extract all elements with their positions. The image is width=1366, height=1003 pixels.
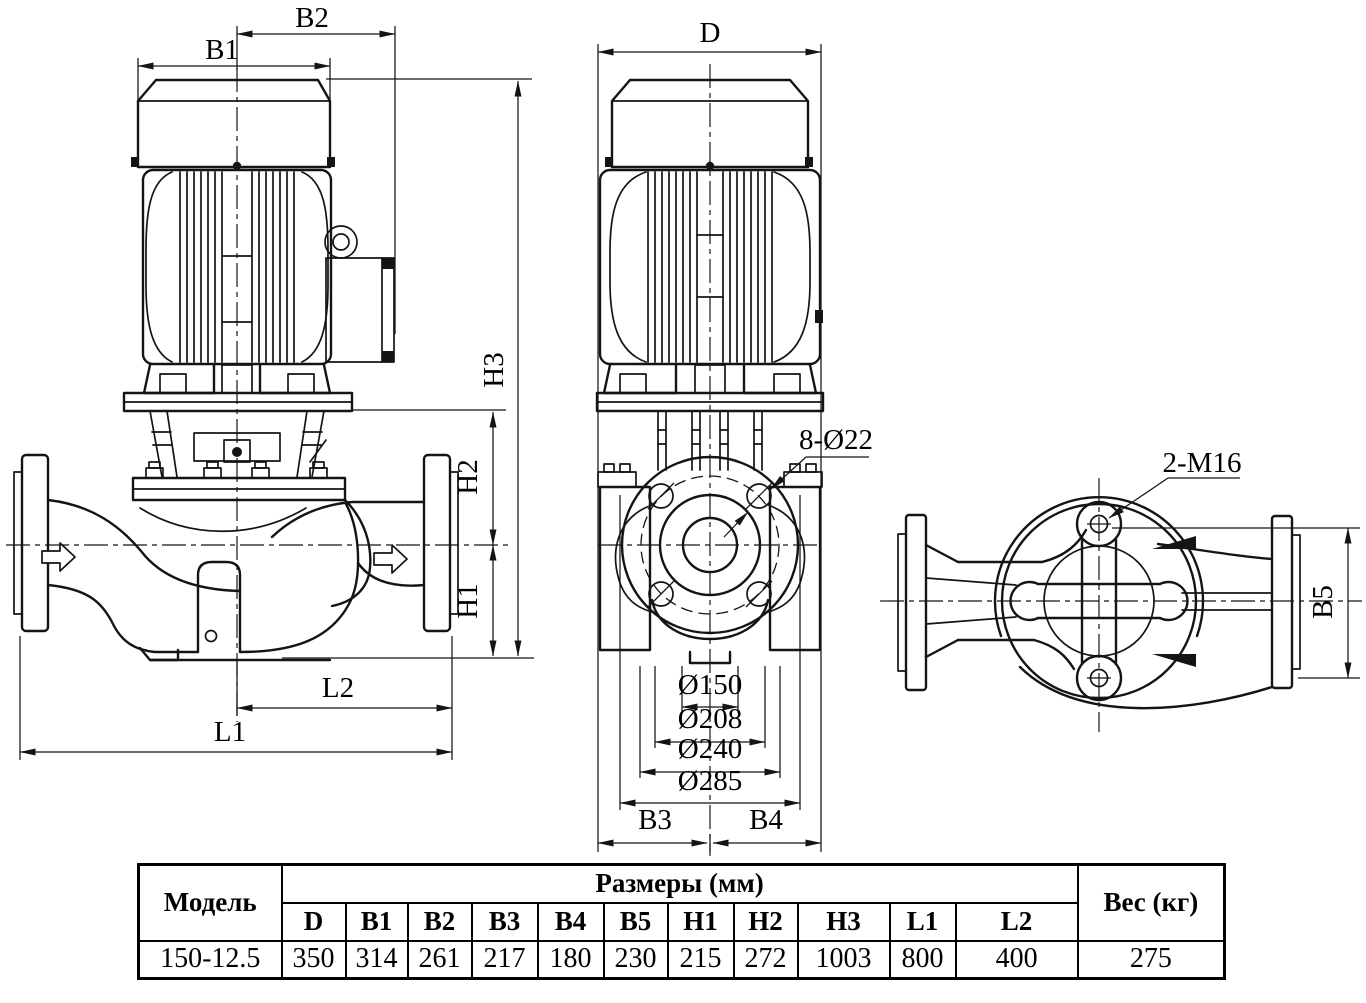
dim-label-l2: L2: [322, 672, 354, 704]
dim-label-bolt-holes: 8-Ø22: [799, 424, 873, 456]
front-motor-body: [598, 168, 823, 366]
col-header-h2: H2: [732, 901, 799, 942]
table-header-row-2: D B1 B2 B3 B4 B5 H1 H2 H3 L1 L2: [139, 901, 1225, 942]
front-lantern: [657, 411, 763, 471]
front-motor-feet: [595, 363, 825, 413]
dim-label-h1: H1: [452, 583, 484, 618]
col-header-h1: H1: [666, 901, 735, 942]
value-l1: 800: [888, 939, 957, 980]
value-b2: 261: [406, 939, 473, 980]
col-header-l1: L1: [888, 901, 957, 942]
value-b1: 314: [344, 939, 409, 980]
dim-label-dia150: Ø150: [678, 669, 742, 701]
dim-label-b1: B1: [205, 34, 239, 66]
flange-outer-circle: [620, 455, 800, 635]
front-motor-cap: [605, 78, 813, 171]
front-pump-body: [597, 455, 823, 665]
dim-label-dia285: Ø285: [678, 765, 742, 797]
model-header-cell: Модель: [137, 863, 283, 942]
top-suction-pipe: [897, 513, 1088, 692]
col-header-h3: H3: [796, 901, 891, 942]
side-lantern: [131, 410, 347, 502]
dimension-table: Модель Размеры (мм) Вес (кг) D B1 B2 B3 …: [137, 863, 1227, 980]
bore-circle: [681, 516, 739, 574]
value-h1: 215: [666, 939, 735, 980]
bolt-circle: [640, 475, 780, 615]
side-motor-feet: [122, 363, 354, 413]
value-b3: 217: [470, 939, 539, 980]
table-data-row: 150-12.5 350 314 261 217 180 230 215 272…: [137, 939, 1226, 980]
drawing-canvas: B1 B2 H3 H2 H1 L2 L1: [6, 2, 1362, 856]
value-b5: 230: [602, 939, 669, 980]
side-motor-cap: [131, 78, 335, 171]
suction-flange: [20, 453, 50, 633]
top-discharge-flange: [1270, 514, 1301, 690]
model-value: 150-12.5: [137, 939, 283, 980]
dim-label-d: D: [700, 17, 721, 49]
col-header-b1: B1: [344, 901, 409, 942]
dim-label-b3: B3: [638, 804, 672, 836]
side-dimensions: B1 B2 H3 H2 H1 L2 L1: [19, 2, 534, 760]
value-h3: 1003: [796, 939, 891, 980]
value-d: 350: [280, 939, 347, 980]
dim-label-b2: B2: [295, 2, 329, 34]
top-volute-body: [993, 496, 1274, 710]
value-l2: 400: [954, 939, 1079, 980]
dim-label-h3: H3: [478, 352, 510, 387]
side-pump-casing: [13, 453, 459, 662]
front-view: D Ø150 Ø208 Ø240 Ø285 B3 B4 8-Ø22: [595, 17, 873, 856]
top-cross-bracket: [1009, 500, 1189, 702]
dim-label-l1: L1: [214, 716, 246, 748]
table-header-row-1: Модель Размеры (мм) Вес (кг): [137, 863, 1226, 942]
col-header-b2: B2: [406, 901, 473, 942]
value-b4: 180: [536, 939, 605, 980]
top-view: B5 2-M16: [880, 447, 1362, 732]
col-header-l2: L2: [954, 901, 1079, 942]
front-dimensions: D Ø150 Ø208 Ø240 Ø285 B3 B4 8-Ø22: [597, 17, 873, 852]
discharge-flange: [422, 453, 452, 633]
weight-value: 275: [1076, 939, 1226, 980]
dim-label-b5: B5: [1307, 585, 1339, 619]
side-motor-body: [141, 168, 395, 366]
col-header-b5: B5: [602, 901, 669, 942]
raised-face-circle: [658, 493, 762, 597]
col-header-b3: B3: [470, 901, 539, 942]
col-header-d: D: [280, 901, 347, 942]
dims-header-cell: Размеры (мм): [280, 863, 1079, 904]
flow-arrow-inlet-icon: [41, 542, 76, 572]
dim-label-dia208: Ø208: [678, 703, 742, 735]
col-header-b4: B4: [536, 901, 605, 942]
value-h2: 272: [732, 939, 799, 980]
dim-label-b4: B4: [749, 804, 783, 836]
side-view: B1 B2 H3 H2 H1 L2 L1: [6, 2, 534, 760]
top-dimensions: B5 2-M16: [1108, 447, 1360, 679]
dim-label-dia240: Ø240: [678, 733, 742, 765]
bolt-holes: [647, 482, 773, 608]
side-terminal-box: [325, 257, 395, 363]
weight-header-cell: Вес (кг): [1076, 863, 1226, 942]
dim-label-h2: H2: [452, 459, 484, 494]
flow-arrow-outlet-icon: [373, 544, 408, 574]
dim-label-tapped-holes: 2-M16: [1163, 447, 1242, 479]
